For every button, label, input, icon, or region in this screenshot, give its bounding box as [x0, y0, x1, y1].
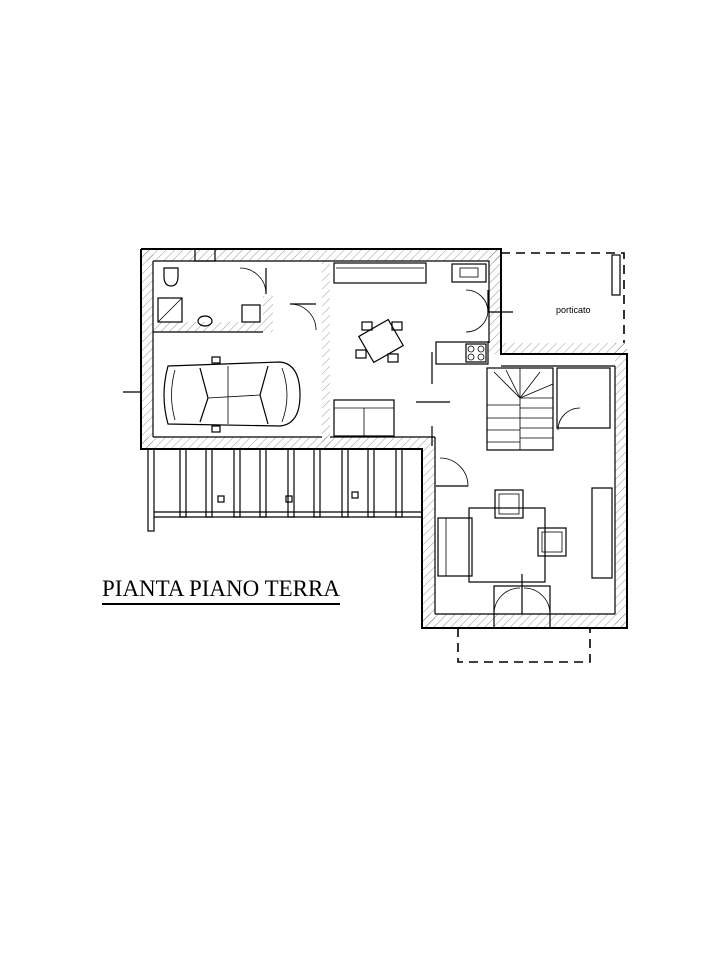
staircase — [486, 367, 611, 451]
porch-label: porticato — [556, 305, 591, 315]
living-room — [436, 457, 613, 663]
outer-walls — [141, 249, 627, 628]
kitchen-dining — [333, 262, 513, 446]
pergola — [147, 448, 422, 532]
garage — [123, 303, 317, 433]
car-icon — [163, 356, 301, 433]
dining-table-icon — [355, 318, 405, 364]
bathroom — [153, 248, 273, 333]
porch — [501, 252, 625, 343]
plan-title: PIANTA PIANO TERRA — [102, 576, 340, 605]
